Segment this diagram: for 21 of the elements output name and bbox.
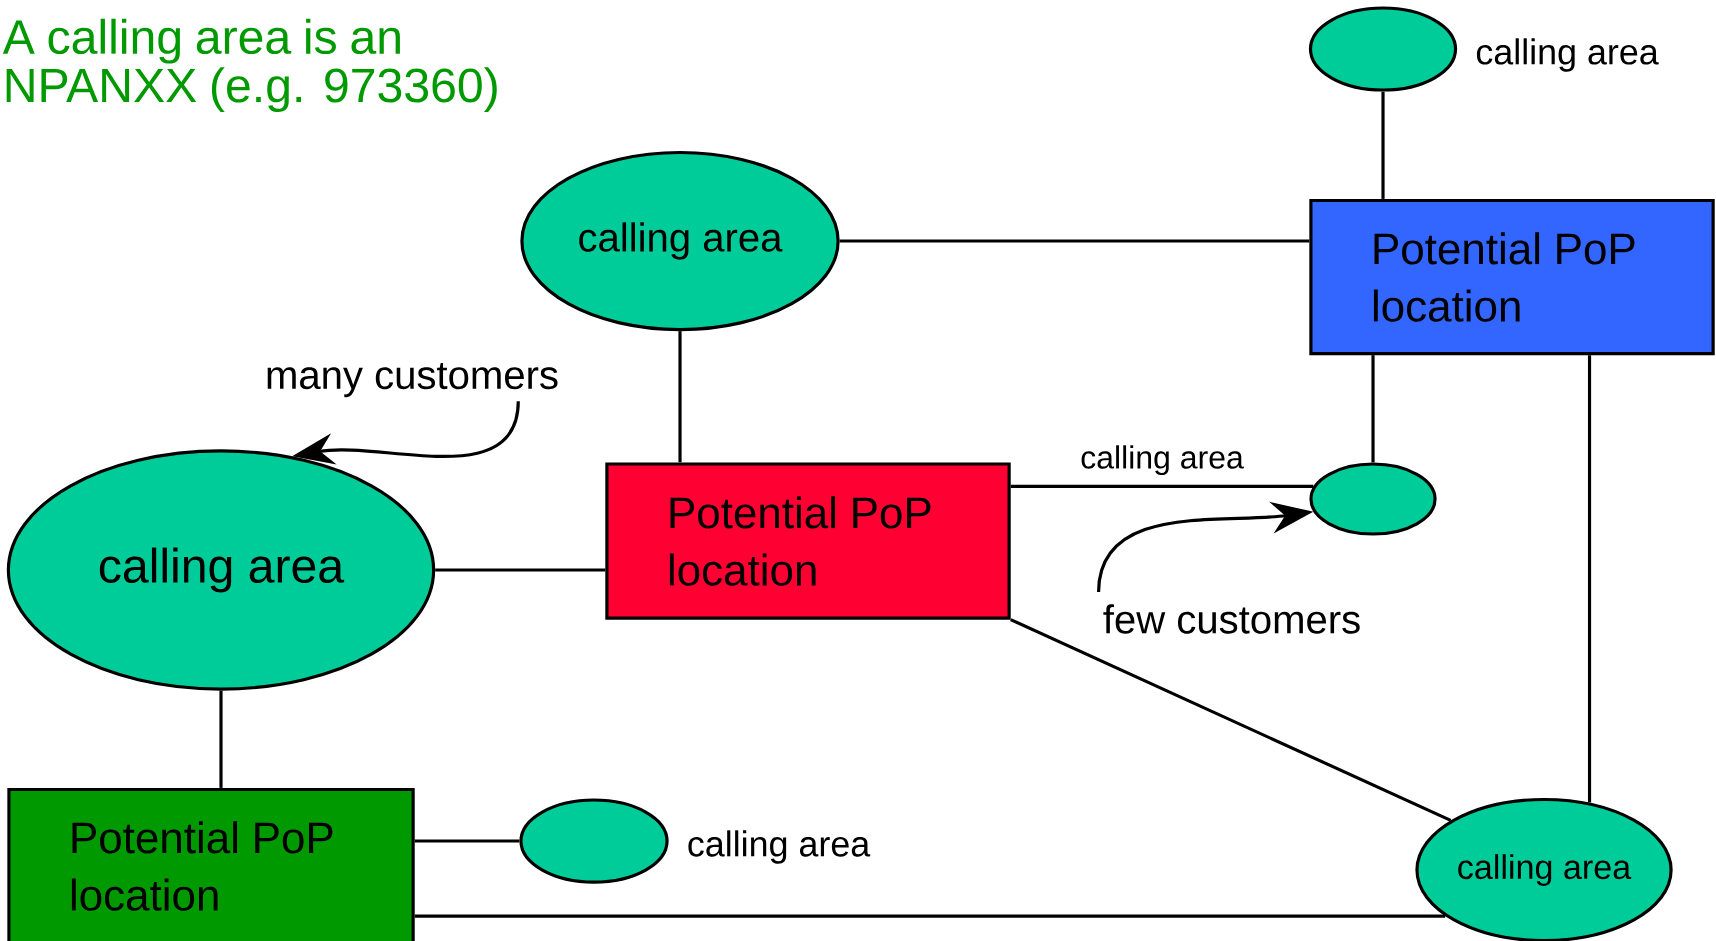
connector-line (414, 839, 520, 843)
connector-line (435, 568, 606, 572)
connector-line (678, 331, 682, 463)
area-label: calling area (688, 830, 871, 864)
connector-line (1587, 355, 1592, 803)
area-label: calling area (1476, 38, 1659, 72)
pop-location-box: Potential PoP location (1309, 198, 1715, 356)
annotation-text: few customers (1103, 604, 1360, 634)
pop-location-box: Potential PoP location (7, 787, 415, 941)
connector-line (1010, 484, 1314, 488)
connector-line (839, 239, 1310, 243)
edge-label: calling area (1076, 441, 1248, 479)
calling-area-ellipse (1309, 462, 1437, 536)
pop-location-box: Potential PoP location (605, 462, 1011, 620)
annotation-text: many customers (267, 362, 558, 398)
connector-line (1381, 91, 1385, 199)
connector-line (1371, 355, 1375, 463)
note-text: A calling area is an NPANXX (e.g. 973360) (2, 18, 497, 113)
connector-line (1010, 618, 1452, 822)
connector-line (414, 914, 1446, 918)
connector-line (219, 690, 223, 788)
